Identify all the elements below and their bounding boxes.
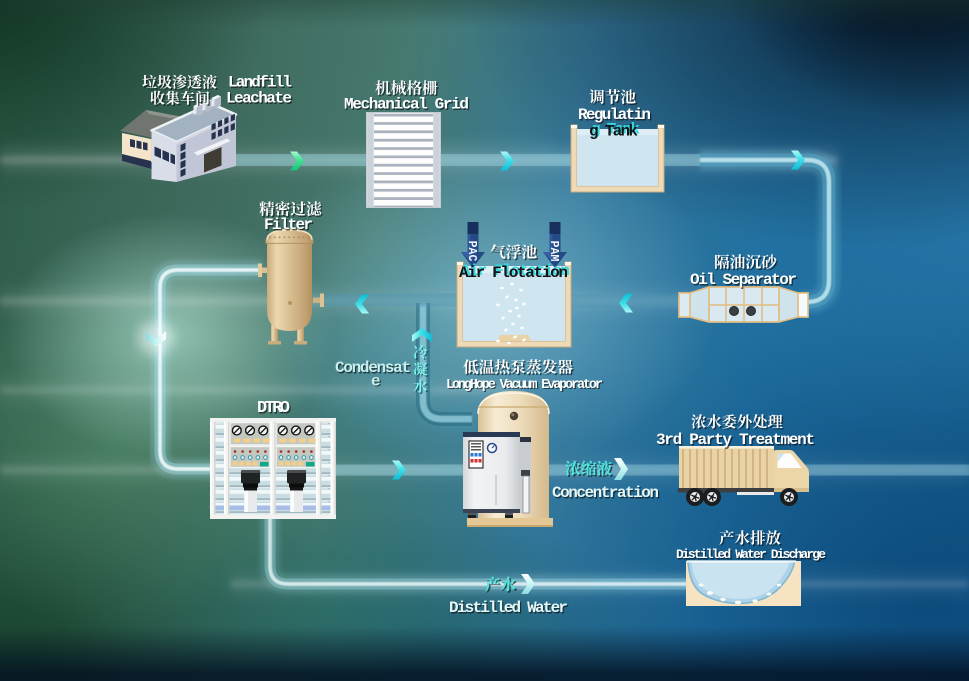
svg-text:Leachate: Leachate	[226, 90, 292, 108]
svg-text:e: e	[372, 374, 382, 392]
svg-text:e: e	[371, 372, 381, 390]
svg-text:g Tank: g Tank	[589, 122, 638, 140]
svg-text:Filter: Filter	[264, 216, 313, 234]
svg-text:3rd Party Treatment: 3rd Party Treatment	[657, 432, 816, 450]
svg-text:PAM: PAM	[547, 241, 560, 262]
svg-text:LongHope Vacuum Evaporator: LongHope Vacuum Evaporator	[446, 378, 603, 393]
svg-text:LongHope Vacuum Evaporator: LongHope Vacuum Evaporator	[447, 379, 604, 394]
svg-text:Regulatin: Regulatin	[579, 107, 652, 125]
svg-text:DTRO: DTRO	[257, 399, 290, 418]
svg-text:Air Flotation: Air Flotation	[461, 262, 570, 280]
svg-text:Air Flotation: Air Flotation	[459, 264, 568, 282]
svg-text:Mechanical Grid: Mechanical Grid	[344, 96, 469, 114]
svg-text:PAC: PAC	[465, 241, 478, 262]
svg-text:Landfill: Landfill	[228, 74, 292, 92]
svg-text:DTRO: DTRO	[258, 401, 291, 420]
svg-text:Leachate: Leachate	[227, 91, 293, 109]
svg-text:Filter: Filter	[265, 217, 314, 235]
svg-text:Oil Separator: Oil Separator	[690, 271, 797, 289]
svg-text:Regulatin: Regulatin	[578, 106, 651, 124]
svg-text:Distilled Water: Distilled Water	[449, 599, 568, 617]
svg-text:Condensat: Condensat	[335, 359, 411, 377]
svg-text:Mechanical Grid: Mechanical Grid	[345, 97, 470, 115]
svg-text:Distilled Water: Distilled Water	[450, 600, 569, 618]
svg-text:Distilled Water Discharge: Distilled Water Discharge	[676, 547, 826, 562]
svg-text:Landfill: Landfill	[229, 75, 293, 93]
svg-text:Oil Separator: Oil Separator	[691, 272, 798, 290]
svg-text:Distilled Water Discharge: Distilled Water Discharge	[677, 548, 827, 563]
svg-text:Condensat: Condensat	[336, 360, 412, 378]
svg-text:3rd Party Treatment: 3rd Party Treatment	[656, 431, 815, 449]
svg-text:Concentration: Concentration	[553, 485, 660, 503]
svg-text:Concentration: Concentration	[552, 484, 659, 502]
svg-text:g Tank: g Tank	[591, 120, 640, 138]
